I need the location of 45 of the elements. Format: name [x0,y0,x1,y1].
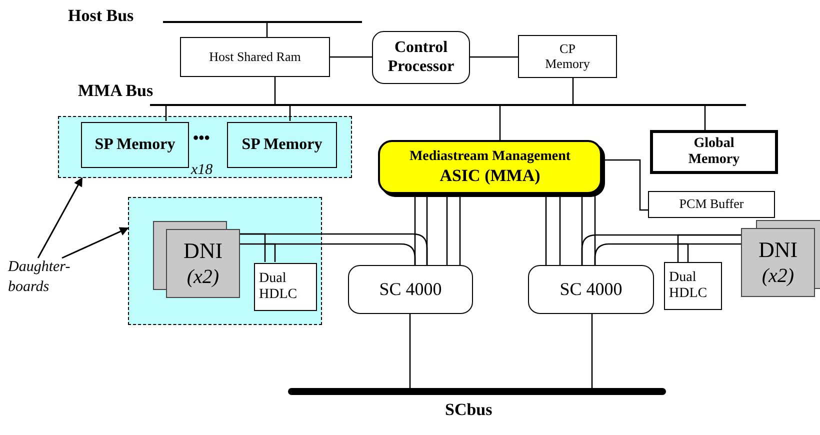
buffer-box: PCM Buffer [648,191,775,218]
connector-line [409,314,411,388]
chip-title: Mediastream Management [409,148,571,166]
connector-line [704,106,706,130]
daughterboard-area [58,116,352,178]
connector-line [239,233,428,266]
connector-line [289,106,291,121]
count-label: (x2) [186,264,220,289]
memory-box: SP Memory [81,122,189,168]
connector-line [274,77,276,104]
arrow [62,227,129,259]
memory-box: CP Memory [518,35,617,78]
ellipsis-mark: ••• [193,131,210,147]
memory-box: Host Shared Ram [180,37,330,77]
count-label: (x2) [762,264,794,288]
count-label: x18 [191,163,213,178]
bus-label: MMA Bus [78,81,154,101]
connector-line [572,78,574,104]
bus-label: Host Bus [68,6,134,26]
switch-chip: SC 4000 [528,265,654,314]
card-label: DNI [183,238,223,265]
chip-name: ASIC (MMA) [440,165,540,186]
connector-line [266,23,268,37]
connector-line [240,233,276,263]
connector-line [499,106,501,140]
switch-chip: SC 4000 [348,265,473,314]
processor-box: Control Processor [372,31,470,84]
connector-line [591,314,593,388]
connector-line [330,56,372,58]
callout-text: Daughter- boards [8,258,78,306]
controller-box: Dual HDLC [254,263,317,311]
card-label: DNI [758,237,798,264]
arrow [37,177,83,258]
connector-line [677,234,741,263]
asic-chip [378,140,602,194]
bus-label: SCbus [445,400,492,420]
memory-box: SP Memory [227,122,337,168]
connector-line [545,193,596,266]
connector-line [470,56,518,58]
memory-box: Global Memory [650,130,778,174]
connector-line [602,159,648,211]
connector-line [165,106,167,121]
daughterboard-area [128,197,322,325]
controller-box: Dual HDLC [664,262,722,310]
connector-line [581,234,742,266]
